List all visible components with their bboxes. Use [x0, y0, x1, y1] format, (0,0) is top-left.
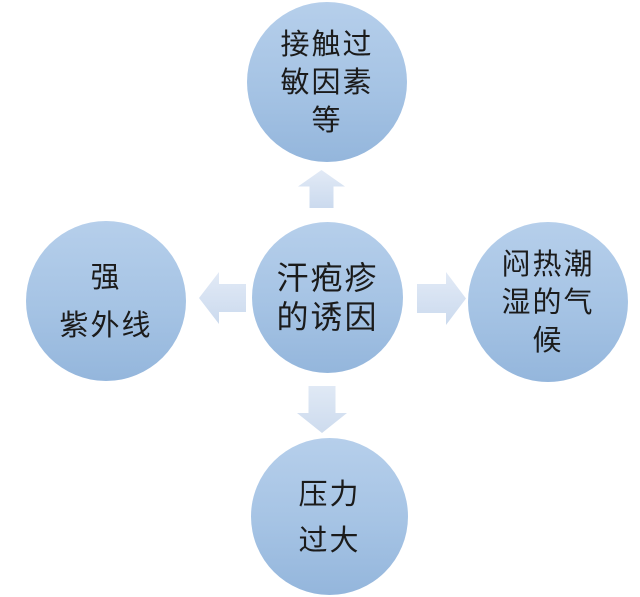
node-left-label: 强: [90, 260, 122, 294]
node-bottom-circle: 压力 过大: [251, 438, 408, 595]
node-right-label: 闷热潮: [501, 247, 595, 281]
node-right-circle: 闷热潮 湿的气 候: [468, 222, 628, 382]
node-right-label: 湿的气: [501, 285, 595, 319]
node-bottom-label: 过大: [298, 522, 361, 557]
node-top-label: 等: [311, 103, 343, 137]
node-left-circle: 强 紫外线: [26, 221, 186, 381]
arrow-left-icon: [199, 272, 246, 324]
node-bottom-label: 压力: [298, 476, 361, 511]
arrow-down-icon: [297, 386, 347, 433]
node-left-label: 紫外线: [59, 308, 153, 342]
node-top-label: 接触过: [280, 27, 374, 61]
center-node-label: 的诱因: [276, 297, 379, 336]
node-top-circle: 接触过 敏因素 等: [247, 2, 407, 162]
center-node-circle: 汗疱疹 的诱因: [252, 222, 403, 373]
arrow-up-icon: [298, 170, 345, 208]
arrow-right-icon: [417, 272, 466, 325]
center-node-label: 汗疱疹: [276, 258, 379, 297]
node-right-label: 候: [532, 323, 564, 357]
node-top-label: 敏因素: [280, 65, 374, 99]
